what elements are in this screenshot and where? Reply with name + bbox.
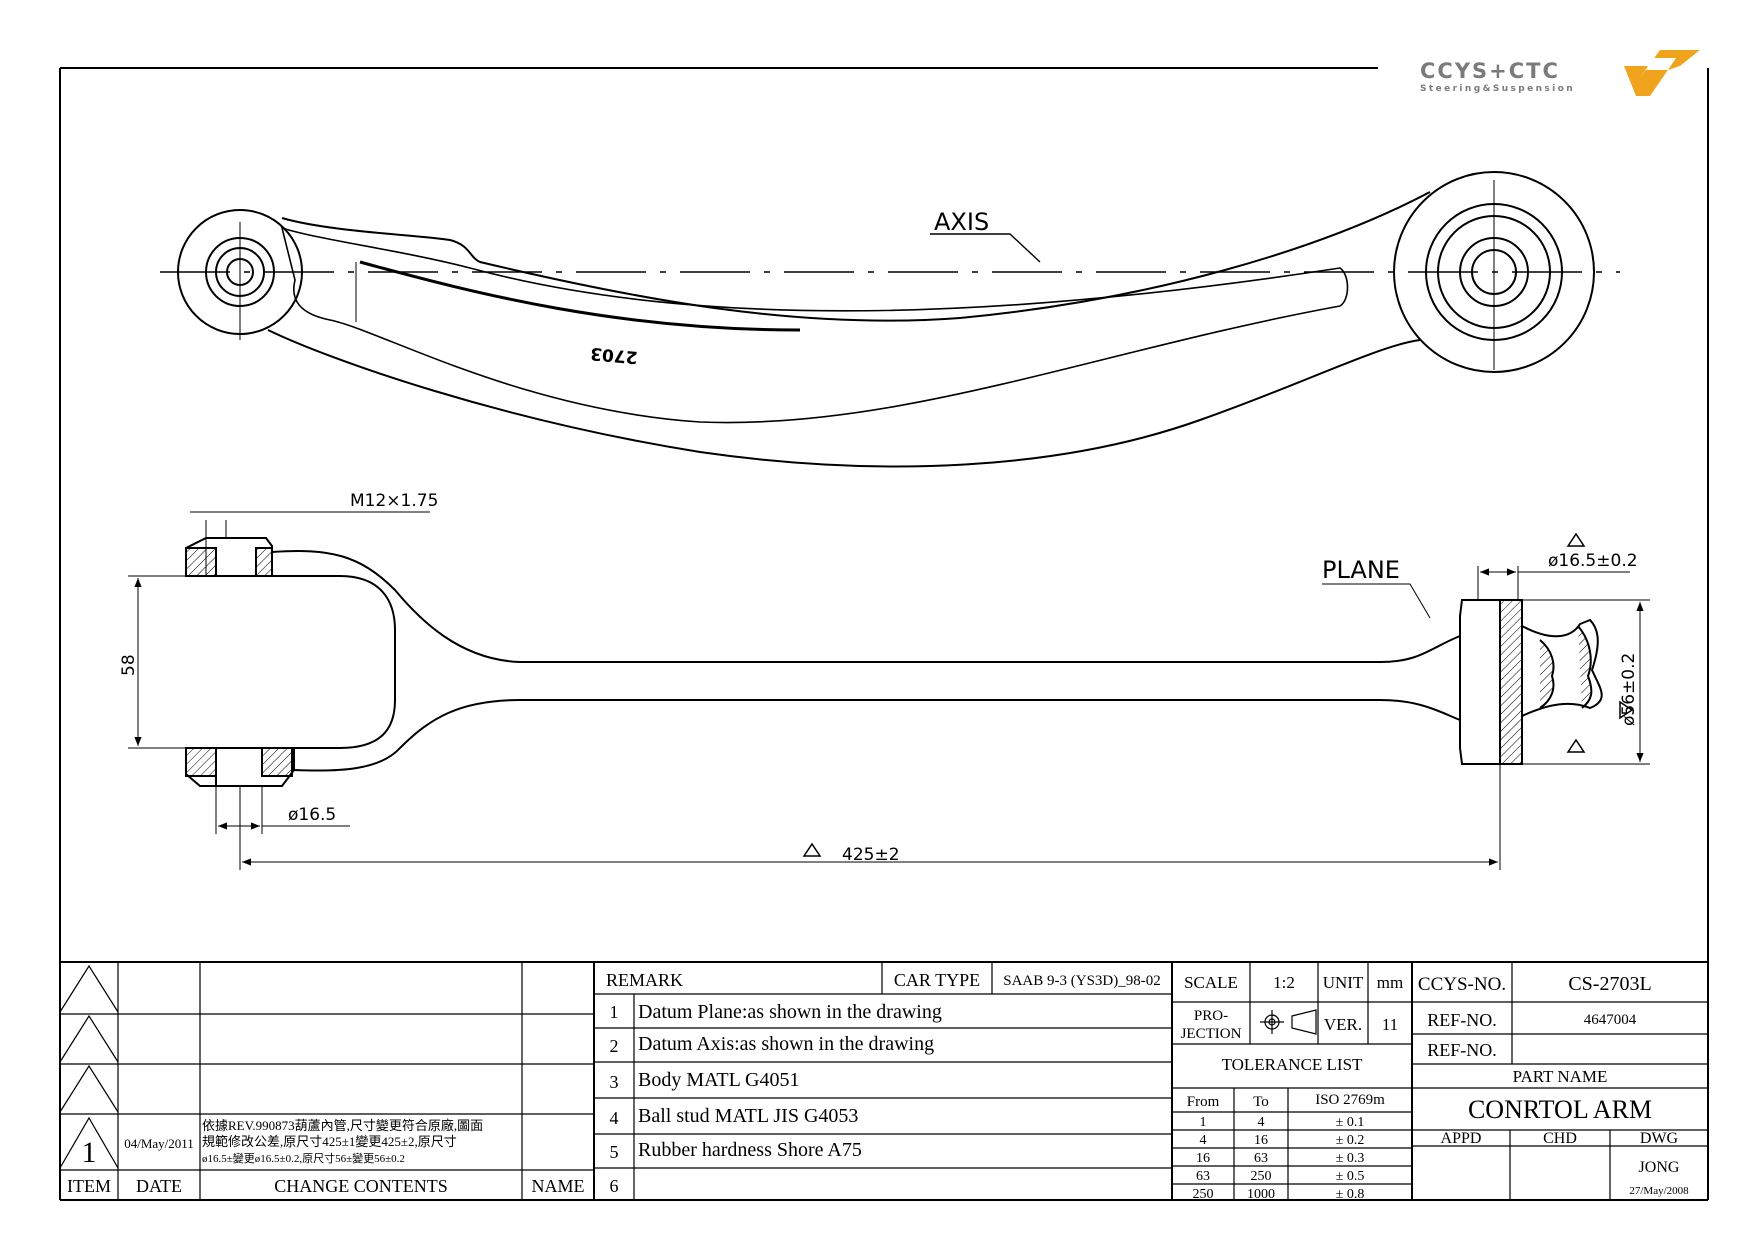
stud-diameter-dimension: ø16.5±0.2	[1548, 551, 1638, 571]
tolerance-value: ± 0.3	[1336, 1151, 1365, 1166]
chd-label: CHD	[1543, 1130, 1577, 1147]
ref-number-value: 4647004	[1584, 1012, 1637, 1028]
tolerance-value: ± 0.8	[1336, 1187, 1365, 1202]
top-view	[160, 171, 1620, 468]
bush-diameter-dimension: ø56±0.2	[1619, 653, 1639, 726]
tolerance-value: ± 0.1	[1336, 1115, 1365, 1130]
tolerance-iso-header: ISO 2769m	[1315, 1092, 1385, 1108]
remark-number: 5	[610, 1142, 619, 1162]
remark-number: 4	[610, 1108, 619, 1128]
scale-value: 1:2	[1273, 973, 1295, 992]
company-logo: CCYS+CTC Steering&Suspension	[1420, 50, 1700, 96]
datum-triangle-icon	[1566, 532, 1586, 547]
revision-change-line: 規範修改公差,原尺寸425±1變更425±2,原尺寸	[202, 1134, 457, 1149]
car-type-label: CAR TYPE	[894, 970, 980, 990]
drafter-name: JONG	[1639, 1159, 1680, 1176]
datum-triangle-icon	[1566, 738, 1586, 753]
bore-dimension: ø16.5	[288, 805, 336, 825]
version-label: VER.	[1324, 1015, 1362, 1034]
unit-value: mm	[1377, 973, 1403, 992]
height-dimension: 58	[119, 654, 139, 676]
part-marking: 2703	[590, 343, 639, 367]
revision-change-line: 依據REV.990873葫蘆內管,尺寸變更符合原廠,圖面	[202, 1118, 483, 1133]
ccys-number-label: CCYS-NO.	[1418, 974, 1506, 995]
arm-body-side	[216, 575, 396, 749]
revision-change-line: ø16.5±變更ø16.5±0.2,原尺寸56±變更56±0.2	[202, 1151, 405, 1165]
dimension-lines	[128, 511, 1650, 870]
title-block-grid	[59, 961, 1708, 1200]
remark-number: 6	[610, 1176, 619, 1196]
side-view	[185, 537, 1603, 787]
logo-tagline: Steering&Suspension	[1420, 84, 1575, 94]
tolerance-to: 16	[1254, 1133, 1268, 1148]
approval-block: APPD CHD DWG JONG 27/May/2008	[1441, 1130, 1690, 1197]
tolerance-to: 250	[1251, 1169, 1272, 1184]
car-type-value: SAAB 9-3 (YS3D)_98-02	[1003, 973, 1161, 989]
datum-triangle-icon	[1619, 700, 1634, 720]
scale-block: SCALE 1:2 UNIT mm PRO- JECTION VER. 11	[1181, 973, 1404, 1042]
dwg-label: DWG	[1640, 1130, 1679, 1147]
remarks-table: REMARK 1 Datum Plane:as shown in the dra…	[606, 970, 942, 1196]
part-name: CONRTOL ARM	[1468, 1095, 1652, 1124]
remark-text: Rubber hardness Shore A75	[638, 1139, 862, 1161]
left-eye-outer	[177, 209, 303, 335]
name-header: NAME	[532, 1176, 585, 1196]
remark-text: Datum Axis:as shown in the drawing	[638, 1033, 934, 1055]
remark-text: Ball stud MATL JIS G4053	[638, 1105, 858, 1127]
datum-symbols	[802, 532, 1634, 857]
revision-rows: 1 04/May/2011 依據REV.990873葫蘆內管,尺寸變更符合原廠,…	[82, 1118, 484, 1169]
tolerance-from: 63	[1196, 1169, 1210, 1184]
tolerance-to-header: To	[1253, 1094, 1269, 1110]
tolerance-from: 16	[1196, 1151, 1210, 1166]
tolerance-table: TOLERANCE LIST From To ISO 2769m 1 4 ± 0…	[1187, 1055, 1385, 1202]
revision-date: 04/May/2011	[124, 1136, 194, 1151]
tolerance-from: 4	[1200, 1133, 1207, 1148]
tolerance-to: 63	[1254, 1151, 1268, 1166]
ref-number-label: REF-NO.	[1427, 1010, 1497, 1030]
tolerance-value: ± 0.5	[1336, 1169, 1365, 1184]
scale-label: SCALE	[1184, 973, 1238, 992]
remark-number: 2	[610, 1036, 619, 1056]
remark-number: 3	[610, 1072, 619, 1092]
thread-label: M12×1.75	[350, 491, 438, 511]
remark-text: Body MATL G4051	[638, 1069, 799, 1091]
projection-label: PRO-	[1194, 1008, 1228, 1024]
length-dimension: 425±2	[842, 845, 900, 865]
revision-item: 1	[82, 1136, 97, 1169]
tolerance-from: 1	[1200, 1115, 1207, 1130]
tolerance-from: 250	[1193, 1187, 1214, 1202]
ref-number-label: REF-NO.	[1427, 1040, 1497, 1060]
arm-outline	[281, 191, 1431, 322]
date-header: DATE	[136, 1176, 182, 1196]
remark-number: 1	[610, 1002, 619, 1022]
axis-label: AXIS	[934, 208, 989, 236]
tolerance-value: ± 0.2	[1336, 1133, 1365, 1148]
remark-title: REMARK	[606, 970, 683, 990]
tolerance-from-header: From	[1187, 1094, 1220, 1110]
part-name-label: PART NAME	[1513, 1067, 1608, 1086]
appd-label: APPD	[1441, 1130, 1482, 1147]
tolerance-title: TOLERANCE LIST	[1222, 1055, 1363, 1074]
id-block: CCYS-NO. CS-2703L REF-NO. 4647004 REF-NO…	[1418, 973, 1652, 1060]
remark-text: Datum Plane:as shown in the drawing	[638, 1001, 942, 1023]
change-contents-header: CHANGE CONTENTS	[274, 1176, 448, 1196]
version-value: 11	[1382, 1015, 1398, 1034]
tolerance-to: 1000	[1247, 1187, 1275, 1202]
projection-label: JECTION	[1181, 1026, 1242, 1042]
ccys-number-value: CS-2703L	[1568, 973, 1651, 995]
third-angle-projection-icon	[1260, 1009, 1317, 1035]
logo-brand: CCYS+CTC	[1420, 59, 1560, 83]
datum-triangle-icon	[802, 842, 822, 857]
drawing-date: 27/May/2008	[1629, 1185, 1689, 1197]
bush-block	[1459, 599, 1501, 765]
unit-label: UNIT	[1323, 973, 1364, 992]
revision-headers: ITEM DATE CHANGE CONTENTS NAME	[67, 1176, 585, 1196]
item-header: ITEM	[67, 1176, 111, 1196]
plane-label: PLANE	[1322, 556, 1400, 584]
tolerance-to: 4	[1258, 1115, 1265, 1130]
right-bush-outer	[1393, 171, 1595, 373]
logo-swoosh-icon	[1624, 50, 1700, 96]
